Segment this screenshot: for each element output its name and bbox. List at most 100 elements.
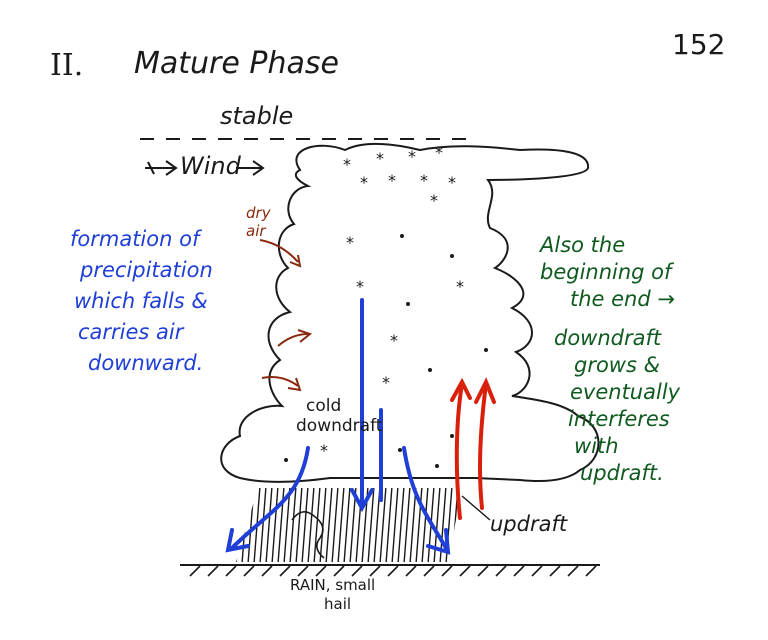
right-note-line: grows & bbox=[574, 353, 660, 377]
rain-streak bbox=[241, 488, 249, 562]
cold-downdraft-label: cold downdraft bbox=[296, 396, 382, 436]
ground-hatch bbox=[459, 565, 471, 577]
rain-streak bbox=[247, 488, 255, 562]
ice-crystal: * bbox=[408, 147, 416, 166]
cold-downdraft-line-1: cold bbox=[306, 396, 342, 416]
downdraft-arrows bbox=[225, 298, 451, 555]
ground-hatch bbox=[423, 565, 435, 577]
rain-streak bbox=[295, 488, 303, 562]
ground-hatch bbox=[441, 565, 453, 577]
rain-line-2: hail bbox=[324, 595, 352, 613]
ground-hatch bbox=[477, 565, 489, 577]
left-note-line: downward. bbox=[88, 351, 204, 375]
rain-streak bbox=[415, 488, 423, 562]
ice-crystal: * bbox=[430, 191, 438, 210]
ice-crystal: * bbox=[420, 171, 428, 190]
rain-streak bbox=[259, 488, 267, 562]
rain-streak bbox=[319, 488, 327, 562]
rain-streak bbox=[470, 486, 476, 564]
right-note-line: updraft. bbox=[580, 461, 664, 485]
raindrop bbox=[428, 368, 432, 372]
dry-air-line-2: air bbox=[246, 222, 266, 240]
ground-hatch bbox=[387, 565, 399, 577]
right-note: Also the beginning of the end → downdraf… bbox=[540, 232, 680, 487]
rain-streak bbox=[283, 488, 291, 562]
left-note: formation of precipitation which falls &… bbox=[70, 224, 213, 379]
rain-streak bbox=[397, 488, 405, 562]
stable-label: stable bbox=[220, 102, 294, 130]
ground-hatch bbox=[351, 565, 363, 577]
ground-hatch bbox=[225, 565, 237, 577]
ice-crystal: * bbox=[390, 331, 398, 350]
cumulonimbus-cloud bbox=[220, 142, 600, 483]
raindrop bbox=[450, 254, 454, 258]
rain-streak bbox=[409, 488, 417, 562]
ice-crystal: * bbox=[343, 155, 351, 174]
updraft-label: updraft bbox=[490, 512, 568, 536]
updraft-label-pointer bbox=[461, 495, 491, 521]
ground-hatch bbox=[549, 565, 561, 577]
rain-streak bbox=[313, 488, 321, 562]
rain-streak bbox=[236, 488, 237, 562]
rain-streak bbox=[367, 488, 375, 562]
page-number: 152 bbox=[672, 28, 726, 61]
right-note-line: interferes bbox=[568, 407, 670, 431]
updraft-arrows bbox=[450, 377, 496, 520]
rain-streak bbox=[265, 488, 273, 562]
raindrop bbox=[400, 234, 404, 238]
rain-streak bbox=[421, 488, 429, 562]
ground-hatch bbox=[243, 565, 255, 577]
left-note-line: carries air bbox=[78, 320, 184, 344]
rain-streak bbox=[385, 488, 393, 562]
rain-streak bbox=[236, 488, 243, 562]
ground-hatch bbox=[297, 565, 309, 577]
ground-hatch bbox=[261, 565, 273, 577]
rain-streak bbox=[289, 488, 297, 562]
right-note-line: the end → bbox=[570, 287, 675, 311]
ground-hatch bbox=[567, 565, 579, 577]
raindrop bbox=[450, 434, 454, 438]
rain-squiggle bbox=[291, 511, 325, 559]
raindrop bbox=[435, 464, 439, 468]
ground-hatch bbox=[369, 565, 381, 577]
ground-hatch bbox=[585, 565, 597, 577]
rain-streak bbox=[403, 488, 411, 562]
right-note-line: Also the bbox=[540, 233, 626, 257]
rain-line-1: RAIN, small bbox=[290, 576, 376, 594]
ice-crystal: * bbox=[388, 171, 396, 190]
ground-hatching bbox=[189, 565, 597, 577]
wind-label: Wind bbox=[180, 152, 241, 180]
rain-streak bbox=[331, 488, 339, 562]
rain-streak bbox=[301, 488, 309, 562]
raindrop bbox=[484, 348, 488, 352]
dry-air-line-1: dry bbox=[246, 204, 271, 222]
right-note-line: with bbox=[574, 434, 619, 458]
raindrop bbox=[398, 448, 402, 452]
right-note-line: downdraft bbox=[554, 326, 662, 350]
ice-crystal: * bbox=[360, 173, 368, 192]
ice-crystal: * bbox=[320, 441, 328, 460]
rain-streak bbox=[433, 488, 441, 562]
rain-streak bbox=[379, 488, 387, 562]
raindrop bbox=[406, 302, 410, 306]
rain-streak bbox=[271, 488, 279, 562]
rain-streak bbox=[307, 488, 315, 562]
ice-crystal: * bbox=[435, 143, 443, 162]
ground-hatch bbox=[279, 565, 291, 577]
left-note-line: formation of bbox=[70, 227, 200, 251]
ice-crystal: * bbox=[356, 277, 364, 296]
wind-arrow-right bbox=[236, 160, 265, 176]
rain-streak bbox=[277, 488, 285, 562]
wind-arrow-left bbox=[145, 160, 178, 176]
page-title: Mature Phase bbox=[134, 46, 339, 81]
ground-hatch bbox=[333, 565, 345, 577]
roman-numeral: II. bbox=[50, 48, 84, 83]
ice-crystal: * bbox=[346, 233, 354, 252]
dry-air-arrows bbox=[259, 239, 313, 392]
right-note-line: eventually bbox=[570, 380, 681, 404]
ice-crystal: * bbox=[382, 373, 390, 392]
ice-crystal: * bbox=[376, 149, 384, 168]
ground-hatch bbox=[495, 565, 507, 577]
